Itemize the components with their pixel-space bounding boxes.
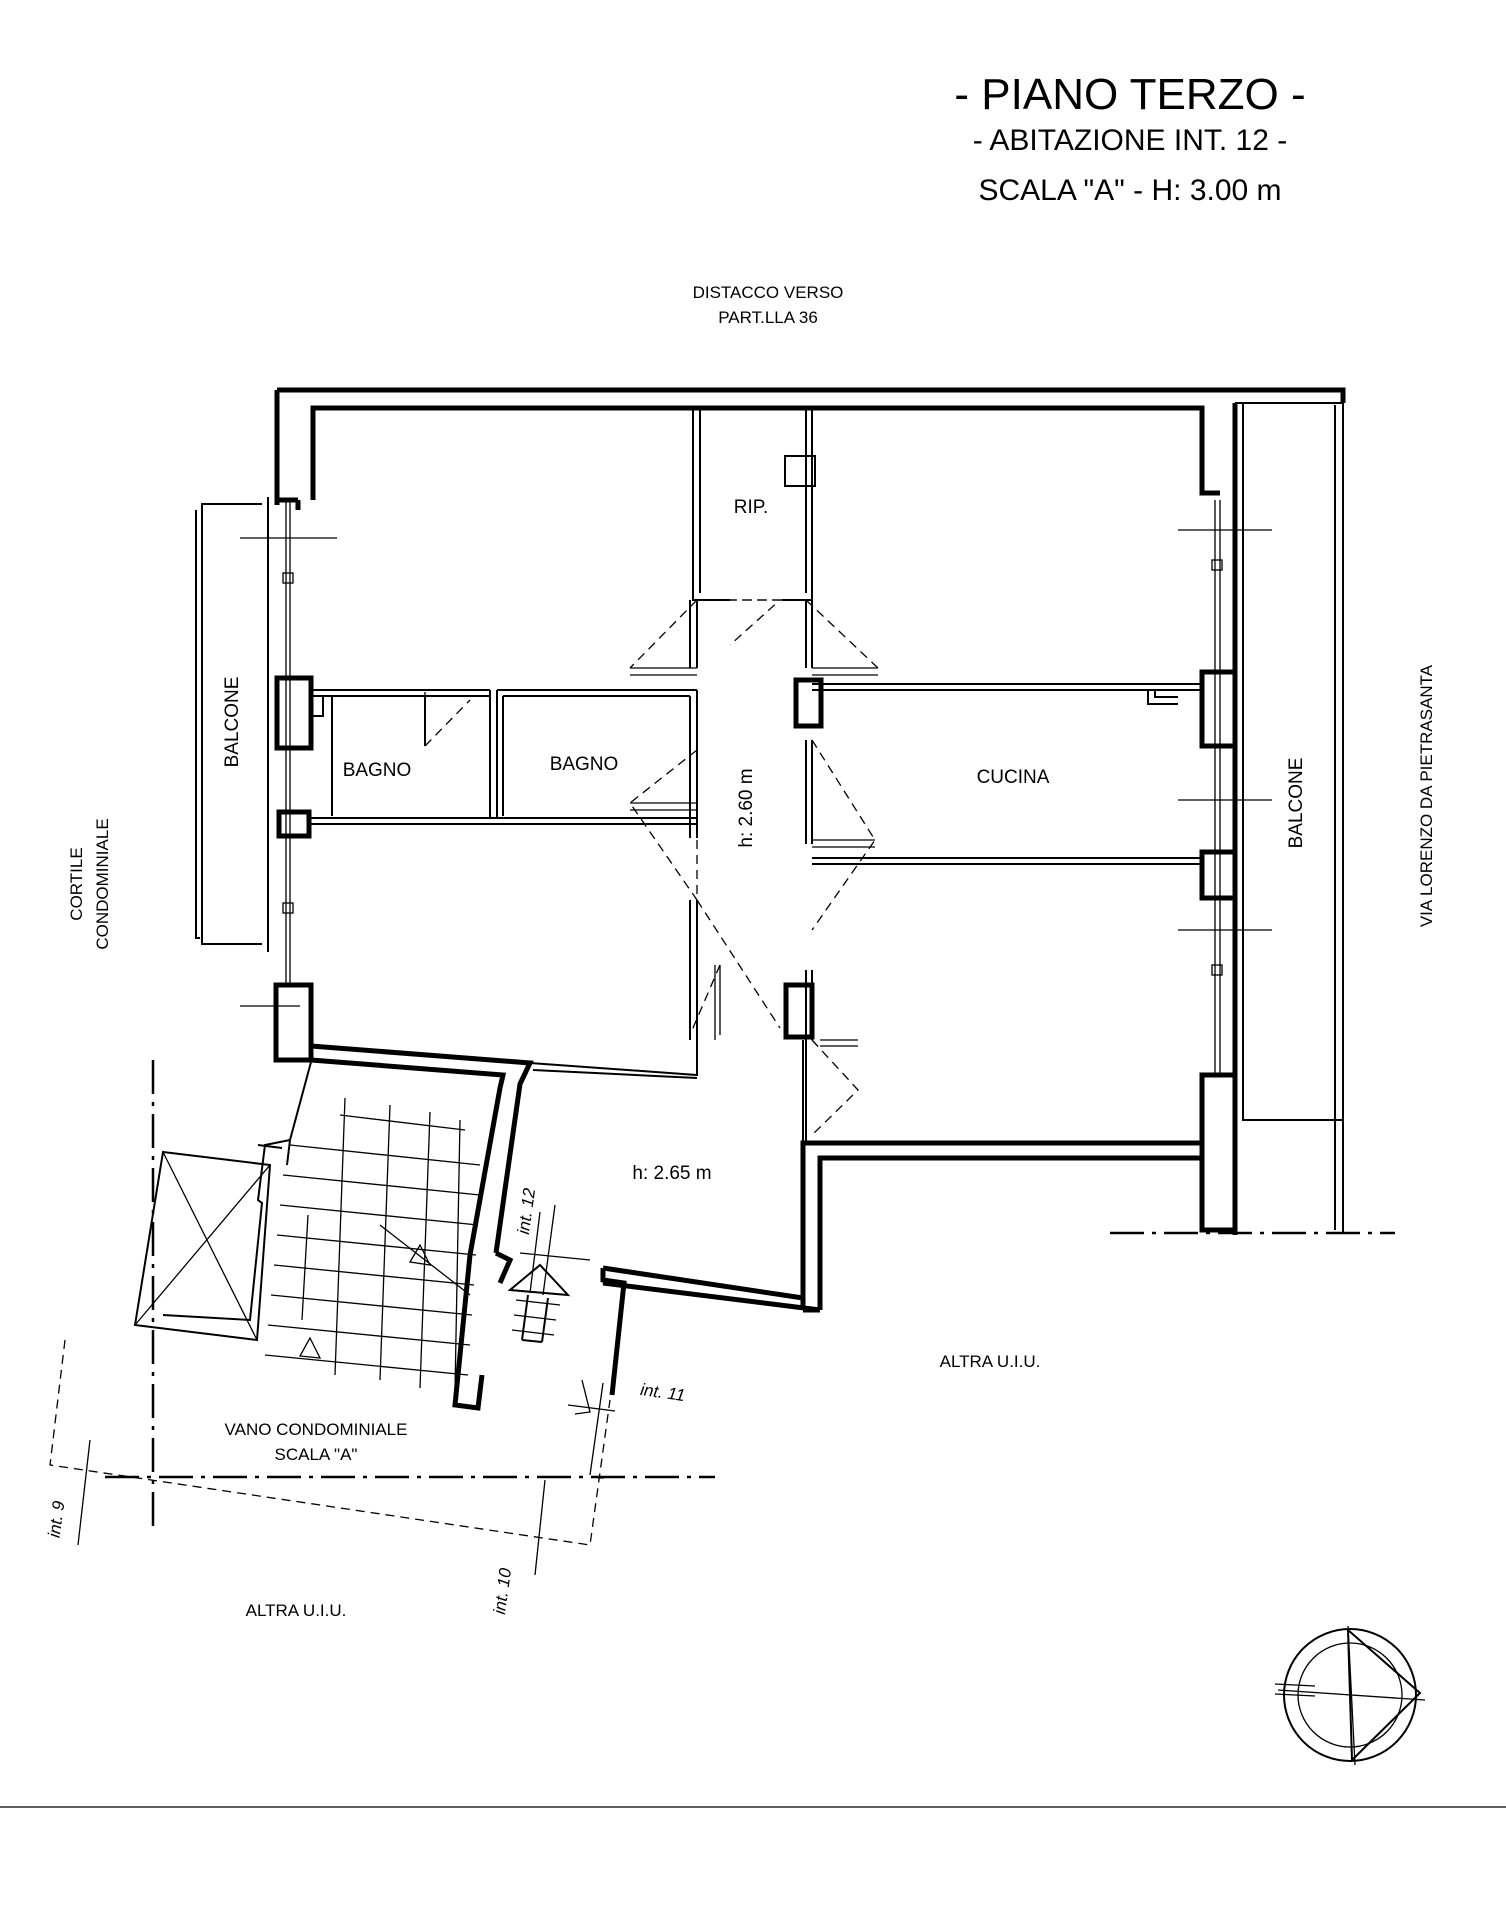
stair-well <box>133 1061 481 1391</box>
balcone-right-label: BALCONE <box>1286 758 1307 849</box>
cortile-label-1: CORTILE <box>67 847 86 920</box>
altra-uiu-right-label: ALTRA U.I.U. <box>940 1352 1041 1371</box>
room-label-bagno-2: BAGNO <box>550 754 619 775</box>
interior-walls <box>310 408 1202 1143</box>
unit-label-int12: int. 12 <box>514 1186 539 1235</box>
vano-label-2: SCALA "A" <box>275 1445 358 1464</box>
distacco-label-1: DISTACCO VERSO <box>693 283 844 302</box>
cortile-label-2: CONDOMINIALE <box>93 818 112 949</box>
outer-walls <box>273 387 1346 1411</box>
vano-label-1: VANO CONDOMINIALE <box>225 1420 408 1439</box>
distacco-label-2: PART.LLA 36 <box>718 308 818 327</box>
unit-label-int9: int. 9 <box>45 1499 69 1539</box>
entrance-arrow-icon <box>507 1263 571 1343</box>
street-label: VIA LORENZO DA PIETRASANTA <box>1417 664 1436 927</box>
unit-label-int11: int. 11 <box>639 1380 686 1405</box>
plan-scale-height: SCALA "A" - H: 3.00 m <box>978 174 1282 207</box>
plan-title: - PIANO TERZO - <box>954 70 1306 119</box>
plan-subtitle: - ABITAZIONE INT. 12 - <box>972 124 1288 157</box>
axis-lines <box>49 1060 1395 1576</box>
unit-label-int10: int. 10 <box>490 1566 515 1615</box>
unit-boundaries <box>519 1204 616 1479</box>
room-label-bagno-1: BAGNO <box>343 760 412 781</box>
room-height-entrance: h: 2.65 m <box>632 1163 711 1184</box>
balcony-left <box>195 497 337 1007</box>
room-label-cucina: CUCINA <box>977 767 1050 788</box>
balcony-right <box>1178 402 1344 1233</box>
north-arrow-compass-icon <box>1274 1625 1426 1766</box>
altra-uiu-bottom-label: ALTRA U.I.U. <box>246 1601 347 1620</box>
balcone-left-label: BALCONE <box>222 677 243 768</box>
room-label-rip: RIP. <box>734 497 769 518</box>
room-height-corridor: h: 2.60 m <box>736 768 757 847</box>
door-swings <box>424 599 879 1136</box>
